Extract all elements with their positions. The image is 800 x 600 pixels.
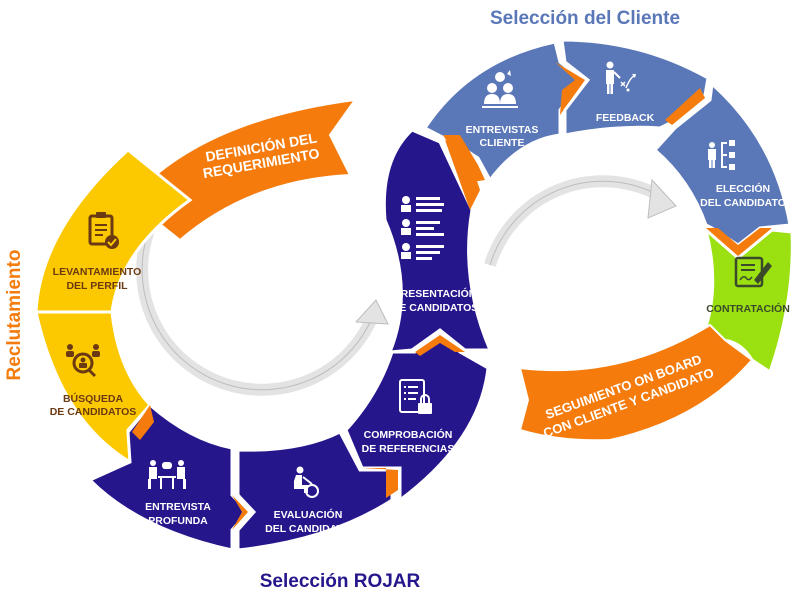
interview-icon xyxy=(148,460,186,489)
eleccion-line-2: DEL CANDIDATO xyxy=(700,197,786,209)
clipboard-check-icon xyxy=(88,212,119,249)
presentacion-line-2: DE CANDIDATOS xyxy=(392,302,479,314)
entrevista-line-2: PROFUNDA xyxy=(148,515,208,527)
step-label-levantamiento: LEVANTAMIENTO DEL PERFIL xyxy=(53,266,142,292)
step-label-entrevista: ENTREVISTA PROFUNDA xyxy=(145,501,211,527)
step-label-comprobacion: COMPROBACIÓN DE REFERENCIAS xyxy=(362,428,455,455)
entrevista-line-1: ENTREVISTA xyxy=(145,501,211,513)
step-label-eleccion: ELECCIÓN DEL CANDIDATO xyxy=(700,182,786,209)
comprobacion-line-1: COMPROBACIÓN xyxy=(364,428,453,441)
levantamiento-line-2: DEL PERFIL xyxy=(66,280,128,292)
comprobacion-line-2: DE REFERENCIAS xyxy=(362,443,455,455)
recruitment-title: Reclutamiento xyxy=(4,250,25,381)
step-label-feedback: FEEDBACK xyxy=(596,112,655,124)
candidate-list-icon xyxy=(401,196,444,260)
busqueda-line-1: BÚSQUEDA xyxy=(63,392,124,405)
followup-banner: SEGUIMIENTO ON BOARD CON CLIENTE Y CANDI… xyxy=(518,323,754,442)
presentacion-line-1: PRESENTACIÓN xyxy=(394,287,477,300)
evaluation-timer-icon xyxy=(294,466,319,498)
step-label-entrevistas-cliente: ENTREVISTAS CLIENTE xyxy=(466,124,539,149)
contract-sign-icon xyxy=(734,256,772,288)
contratacion-line-1: CONTRATACIÓN xyxy=(706,302,790,315)
busqueda-line-2: DE CANDIDATOS xyxy=(50,406,137,418)
definition-banner: DEFINICIÓN DEL REQUERIMIENTO xyxy=(128,98,358,242)
step-entrevistas-cliente[interactable] xyxy=(422,40,585,183)
step-label-busqueda: BÚSQUEDA DE CANDIDATOS xyxy=(50,392,137,418)
evaluacion-line-2: DEL CANDIDATO xyxy=(265,523,351,535)
document-lock-icon xyxy=(399,379,432,414)
step-label-presentacion: PRESENTACIÓN DE CANDIDATOS xyxy=(392,287,479,314)
eleccion-line-1: ELECCIÓN xyxy=(716,182,770,195)
rojar-selection-title: Selección ROJAR xyxy=(260,571,421,592)
audience-icon xyxy=(482,70,518,108)
candidate-search-icon xyxy=(66,344,100,378)
levantamiento-line-1: LEVANTAMIENTO xyxy=(53,266,142,278)
right-cycle-arrow xyxy=(484,175,677,267)
step-evaluacion[interactable] xyxy=(236,430,394,552)
feedback-line-1: FEEDBACK xyxy=(596,112,655,124)
entrevistas-cliente-line-2: CLIENTE xyxy=(480,137,525,149)
step-label-contratacion: CONTRATACIÓN xyxy=(706,302,790,315)
step-feedback[interactable] xyxy=(560,38,710,137)
step-label-evaluacion: EVALUACIÓN DEL CANDIDATO xyxy=(265,508,351,535)
step-comprobacion[interactable] xyxy=(344,333,490,504)
evaluacion-line-1: EVALUACIÓN xyxy=(274,508,343,521)
entrevistas-cliente-line-1: ENTREVISTAS xyxy=(466,124,539,136)
client-selection-title: Selección del Cliente xyxy=(490,8,680,29)
org-chart-icon xyxy=(708,140,735,170)
strategy-icon xyxy=(606,61,636,94)
